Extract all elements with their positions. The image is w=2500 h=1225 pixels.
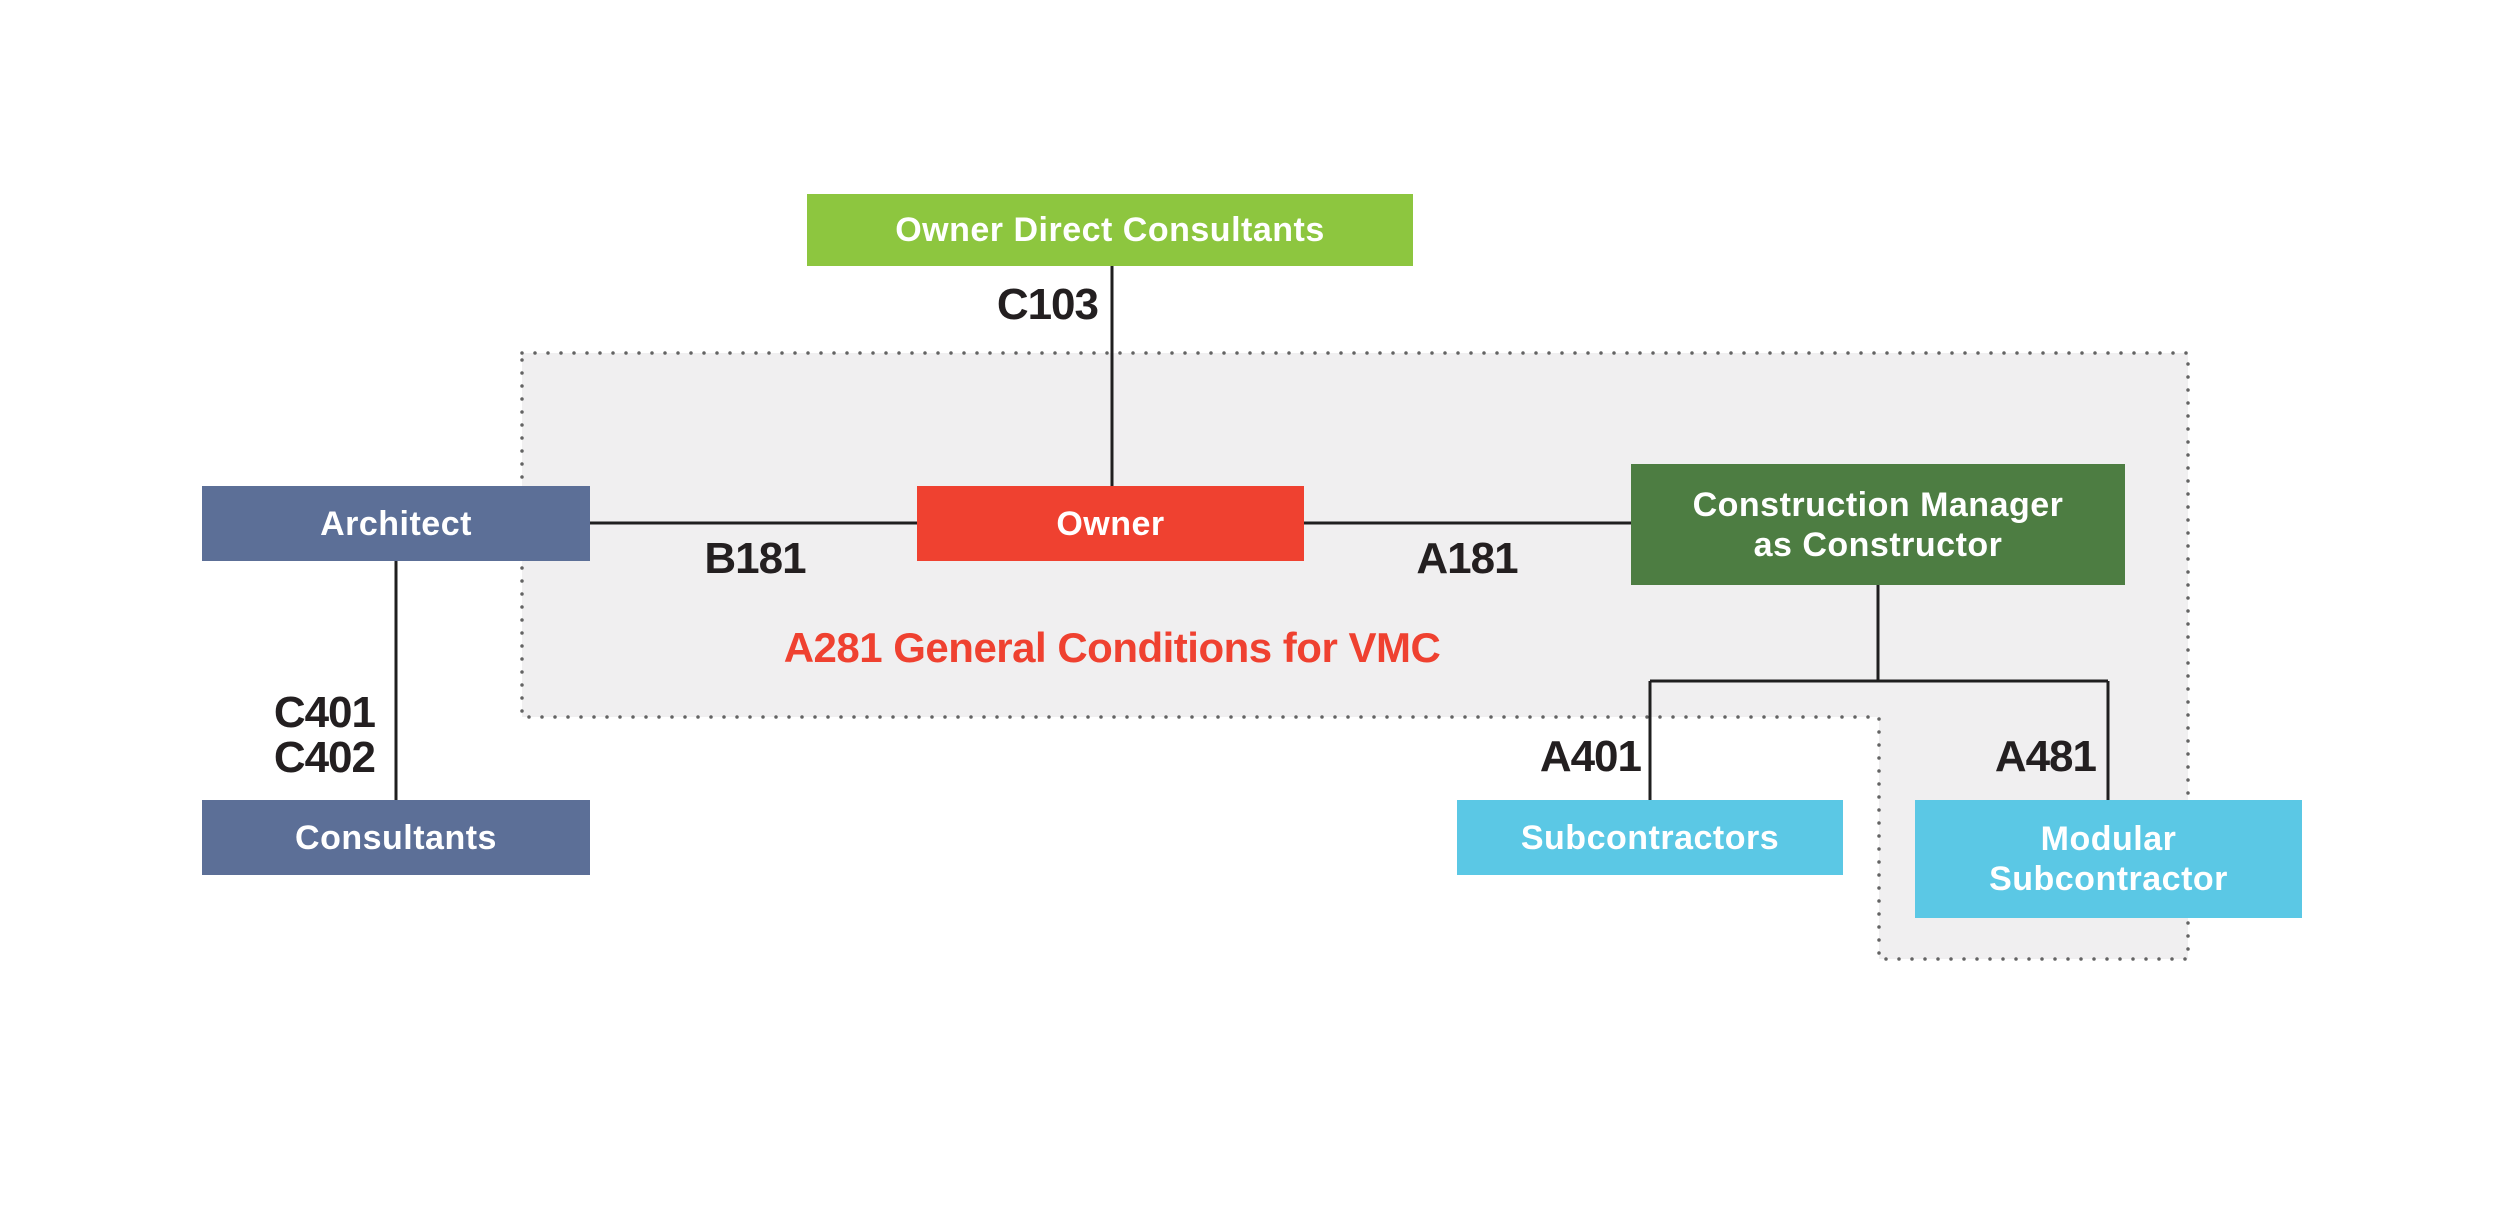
node-modular-subcontractor: Modular Subcontractor [1915,800,2302,918]
node-modular-subcontractor-label: Modular Subcontractor [1989,819,2228,899]
node-modular-subcontractor-line2: Subcontractor [1989,860,2228,898]
node-owner-label: Owner [1056,504,1165,543]
node-subcontractors-label: Subcontractors [1520,818,1780,857]
edge-label-a181: A181 [1416,534,1518,583]
node-construction-manager-label: Construction Manager as Constructor [1693,485,2064,565]
edge-label-c103: C103 [996,280,1099,329]
edge-label-a401: A401 [1539,732,1642,781]
node-modular-subcontractor-line1: Modular [2040,820,2177,858]
node-construction-manager: Construction Manager as Constructor [1631,464,2125,585]
a281-region-note: A281 General Conditions for VMC [783,624,1441,671]
node-construction-manager-line2: as Constructor [1753,525,2003,564]
edge-label-b181: B181 [704,534,806,583]
node-consultants: Consultants [202,800,590,875]
edge-label-a481: A481 [1994,732,2097,781]
node-owner: Owner [917,486,1304,561]
node-architect: Architect [202,486,590,561]
node-architect-label: Architect [320,504,472,543]
node-owner-direct-consultants-label: Owner Direct Consultants [895,211,1325,249]
node-construction-manager-line1: Construction Manager [1692,485,2064,524]
node-subcontractors: Subcontractors [1457,800,1843,875]
edge-label-c401: C401 [273,688,376,737]
node-consultants-label: Consultants [295,818,497,857]
edge-label-c402: C402 [273,733,376,782]
node-owner-direct-consultants: Owner Direct Consultants [807,194,1413,266]
edge-label-c401-c402: C401 C402 [273,688,376,782]
